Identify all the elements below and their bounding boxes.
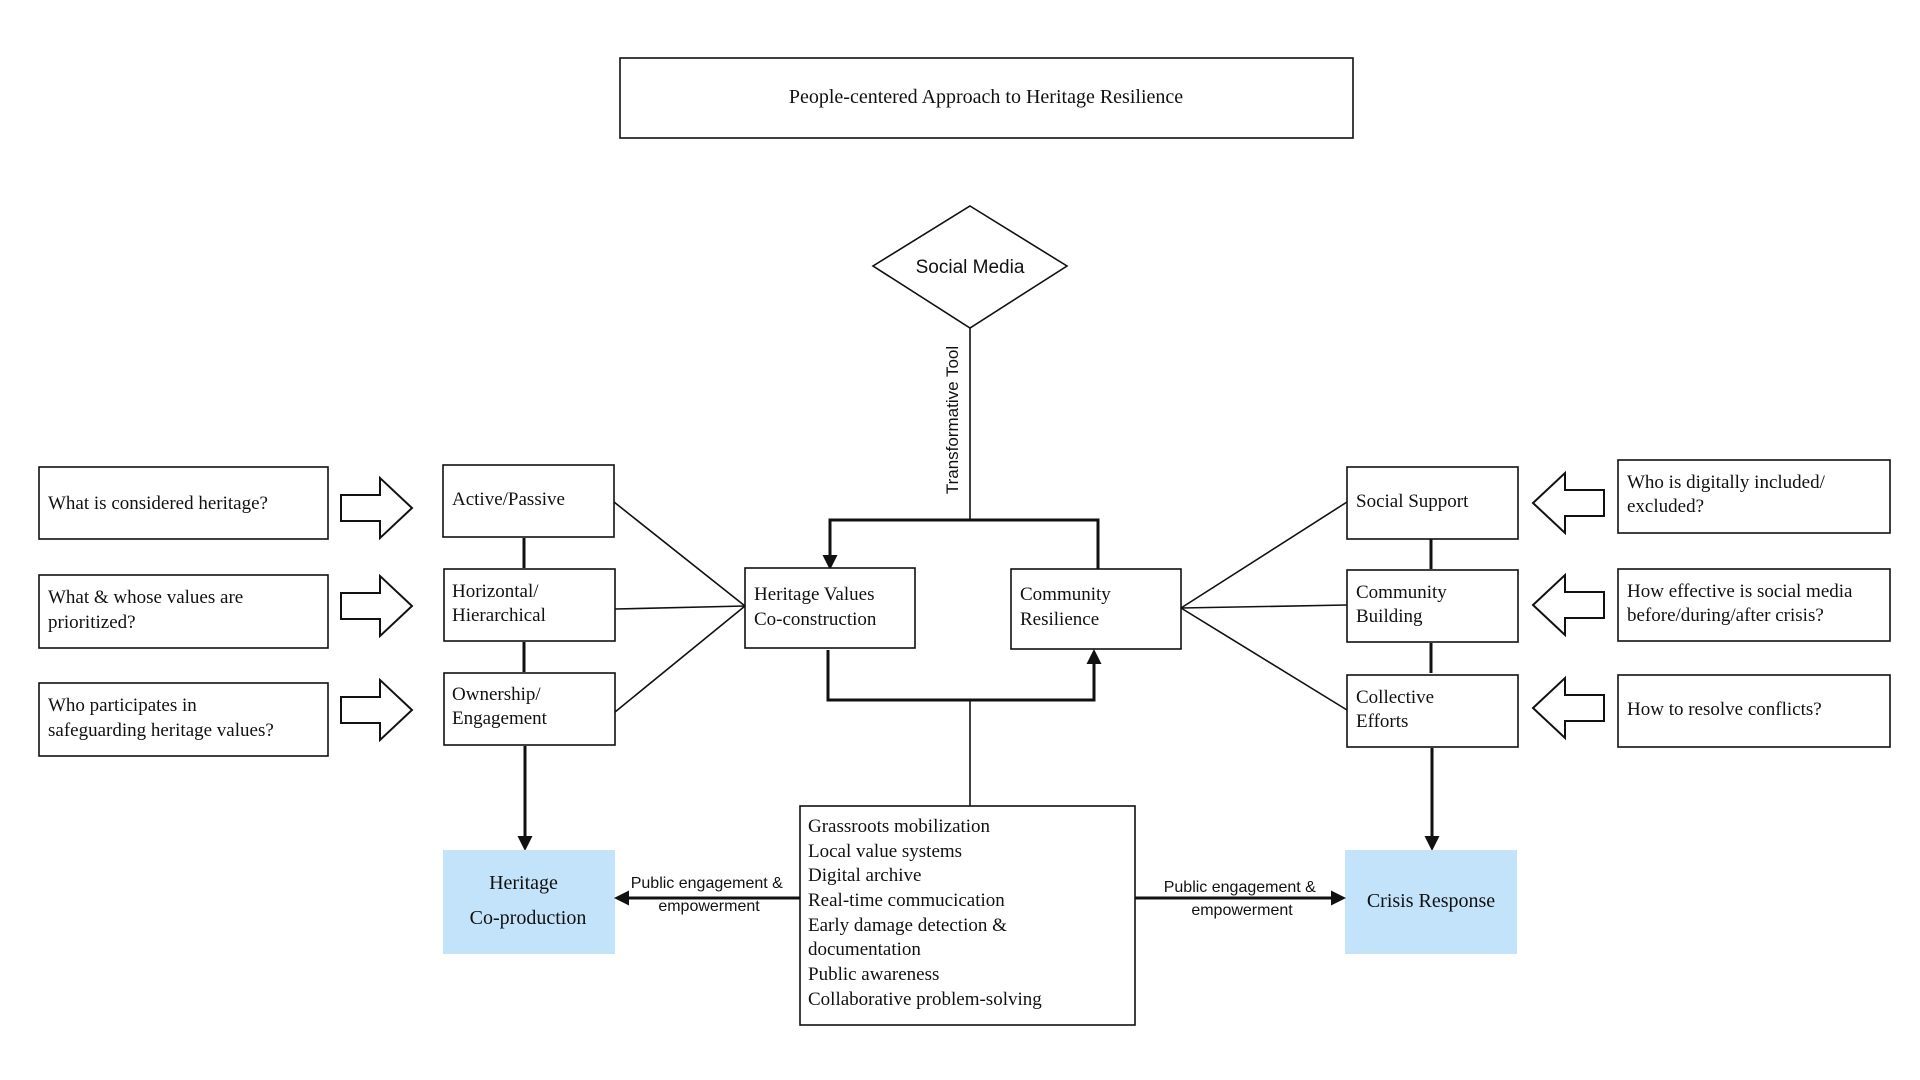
title-box: People-centered Approach to Heritage Res… [619,57,1354,139]
crisis-response-box: Crisis Response [1345,850,1517,954]
public-engagement-right-label: Public engagement & empowerment [1164,879,1321,919]
left-dimension-3: Ownership/ Engagement [443,672,616,746]
left-question-1-text: What is considered heritage? [48,493,268,514]
left-question-3-text: Who participates in safeguarding heritag… [48,695,274,741]
function-item: Early damage detection & [808,915,1007,936]
right-question-2-text: How effective is social media before/dur… [1627,581,1857,626]
left-block-arrow-2 [1531,572,1605,638]
left-question-2: What & whose values are prioritized? [38,574,329,649]
right-block-arrow-2 [340,573,414,639]
right-dimension-1-text: Social Support [1356,491,1469,512]
fan-line-right-2 [1180,604,1348,609]
social-media-diamond: Social Media [871,205,1069,329]
right-question-3: How to resolve conflicts? [1617,674,1891,748]
split-arrow-to-heritage-values [822,518,970,570]
right-question-3-text: How to resolve conflicts? [1627,699,1822,720]
right-dimension-2: Community Building [1346,569,1519,643]
right-dimension-1: Social Support [1346,466,1519,540]
loop-arrow-to-community-resilience [826,649,1102,702]
fan-line-right-3 [1180,607,1348,711]
heritage-values-box: Heritage Values Co-construction [744,567,916,649]
right-question-1-text: Who is digitally included/ excluded? [1627,472,1830,517]
public-engagement-left-label: Public engagement & empowerment [631,875,788,915]
left-question-1: What is considered heritage? [38,466,329,540]
left-dimension-1-text: Active/Passive [452,489,565,510]
fan-line-right-1 [1180,501,1348,609]
function-item: Digital archive [808,865,921,886]
left-question-3: Who participates in safeguarding heritag… [38,682,329,757]
left-dimension-1: Active/Passive [442,464,615,538]
function-item: Real-time commucication [808,890,1005,911]
function-item: Grassroots mobilization [808,816,991,837]
title-text: People-centered Approach to Heritage Res… [789,86,1183,108]
left-block-arrow-3 [1531,675,1605,741]
right-question-2: How effective is social media before/dur… [1617,568,1891,642]
right-block-arrow-1 [340,475,414,541]
left-dimension-2: Horizontal/ Hierarchical [443,568,616,642]
transformative-tool-label: Transformative Tool [943,346,962,494]
community-resilience-box: Community Resilience [1010,568,1182,650]
social-media-label: Social Media [916,257,1025,278]
split-line-to-community-resilience [970,518,1100,569]
left-question-2-text: What & whose values are prioritized? [48,587,248,633]
crisis-response-text: Crisis Response [1367,890,1495,912]
fan-line-left-3 [614,605,746,713]
left-dimension-3-text: Ownership/ Engagement [452,684,548,729]
right-block-arrow-3 [340,677,414,743]
function-item: Collaborative problem-solving [808,989,1042,1010]
right-question-1: Who is digitally included/ excluded? [1617,459,1891,534]
functions-box: Grassroots mobilization Local value syst… [799,805,1136,1026]
right-dimension-2-text: Community Building [1356,582,1452,627]
heritage-coproduction-box: Heritage Co-production [443,850,615,954]
heritage-values-text: Heritage Values Co-construction [754,584,879,630]
community-resilience-text: Community Resilience [1020,584,1116,630]
right-dimension-3: Collective Efforts [1346,674,1519,748]
fan-line-left-1 [613,501,746,607]
function-item: Local value systems [808,841,962,862]
functions-list: Grassroots mobilization Local value syst… [808,816,1042,1010]
fan-line-left-2 [614,605,746,610]
function-item: Public awareness [808,964,939,985]
function-item: documentation [808,939,921,960]
left-dimension-2-text: Horizontal/ Hierarchical [452,581,546,626]
right-dimension-3-text: Collective Efforts [1356,687,1439,732]
heritage-coproduction-text: Heritage Co-production [470,872,587,929]
left-block-arrow-1 [1531,470,1605,536]
